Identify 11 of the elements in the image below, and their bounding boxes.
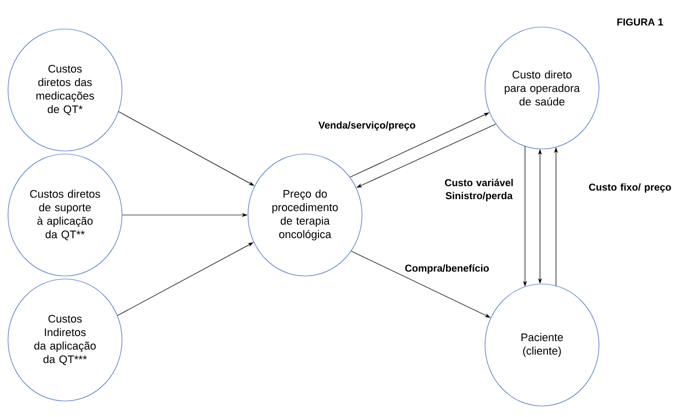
ellipse-node: Paciente (cliente) <box>484 284 600 406</box>
ellipse-node: Custo direto para operadora de saúde <box>484 26 600 150</box>
figure-title: FIGURA 1 <box>617 18 664 26</box>
ellipse-node: Custos diretos das medicações de QT* <box>8 28 122 152</box>
edge-label: Venda/serviço/preço <box>318 121 416 131</box>
edge-label: Compra/benefício <box>405 264 489 274</box>
ellipse-node: Preço do procedimento de terapia oncológica <box>248 154 362 276</box>
ellipse-node: Custos Indiretos da aplicação da QT*** <box>8 278 122 402</box>
edge-label: Custo fixo/ preço <box>589 183 671 193</box>
ellipse-node: Custos diretos de suporte à aplicação da QT** <box>8 154 122 276</box>
edge-label: Custo variável Sinistro/perda <box>444 178 513 202</box>
